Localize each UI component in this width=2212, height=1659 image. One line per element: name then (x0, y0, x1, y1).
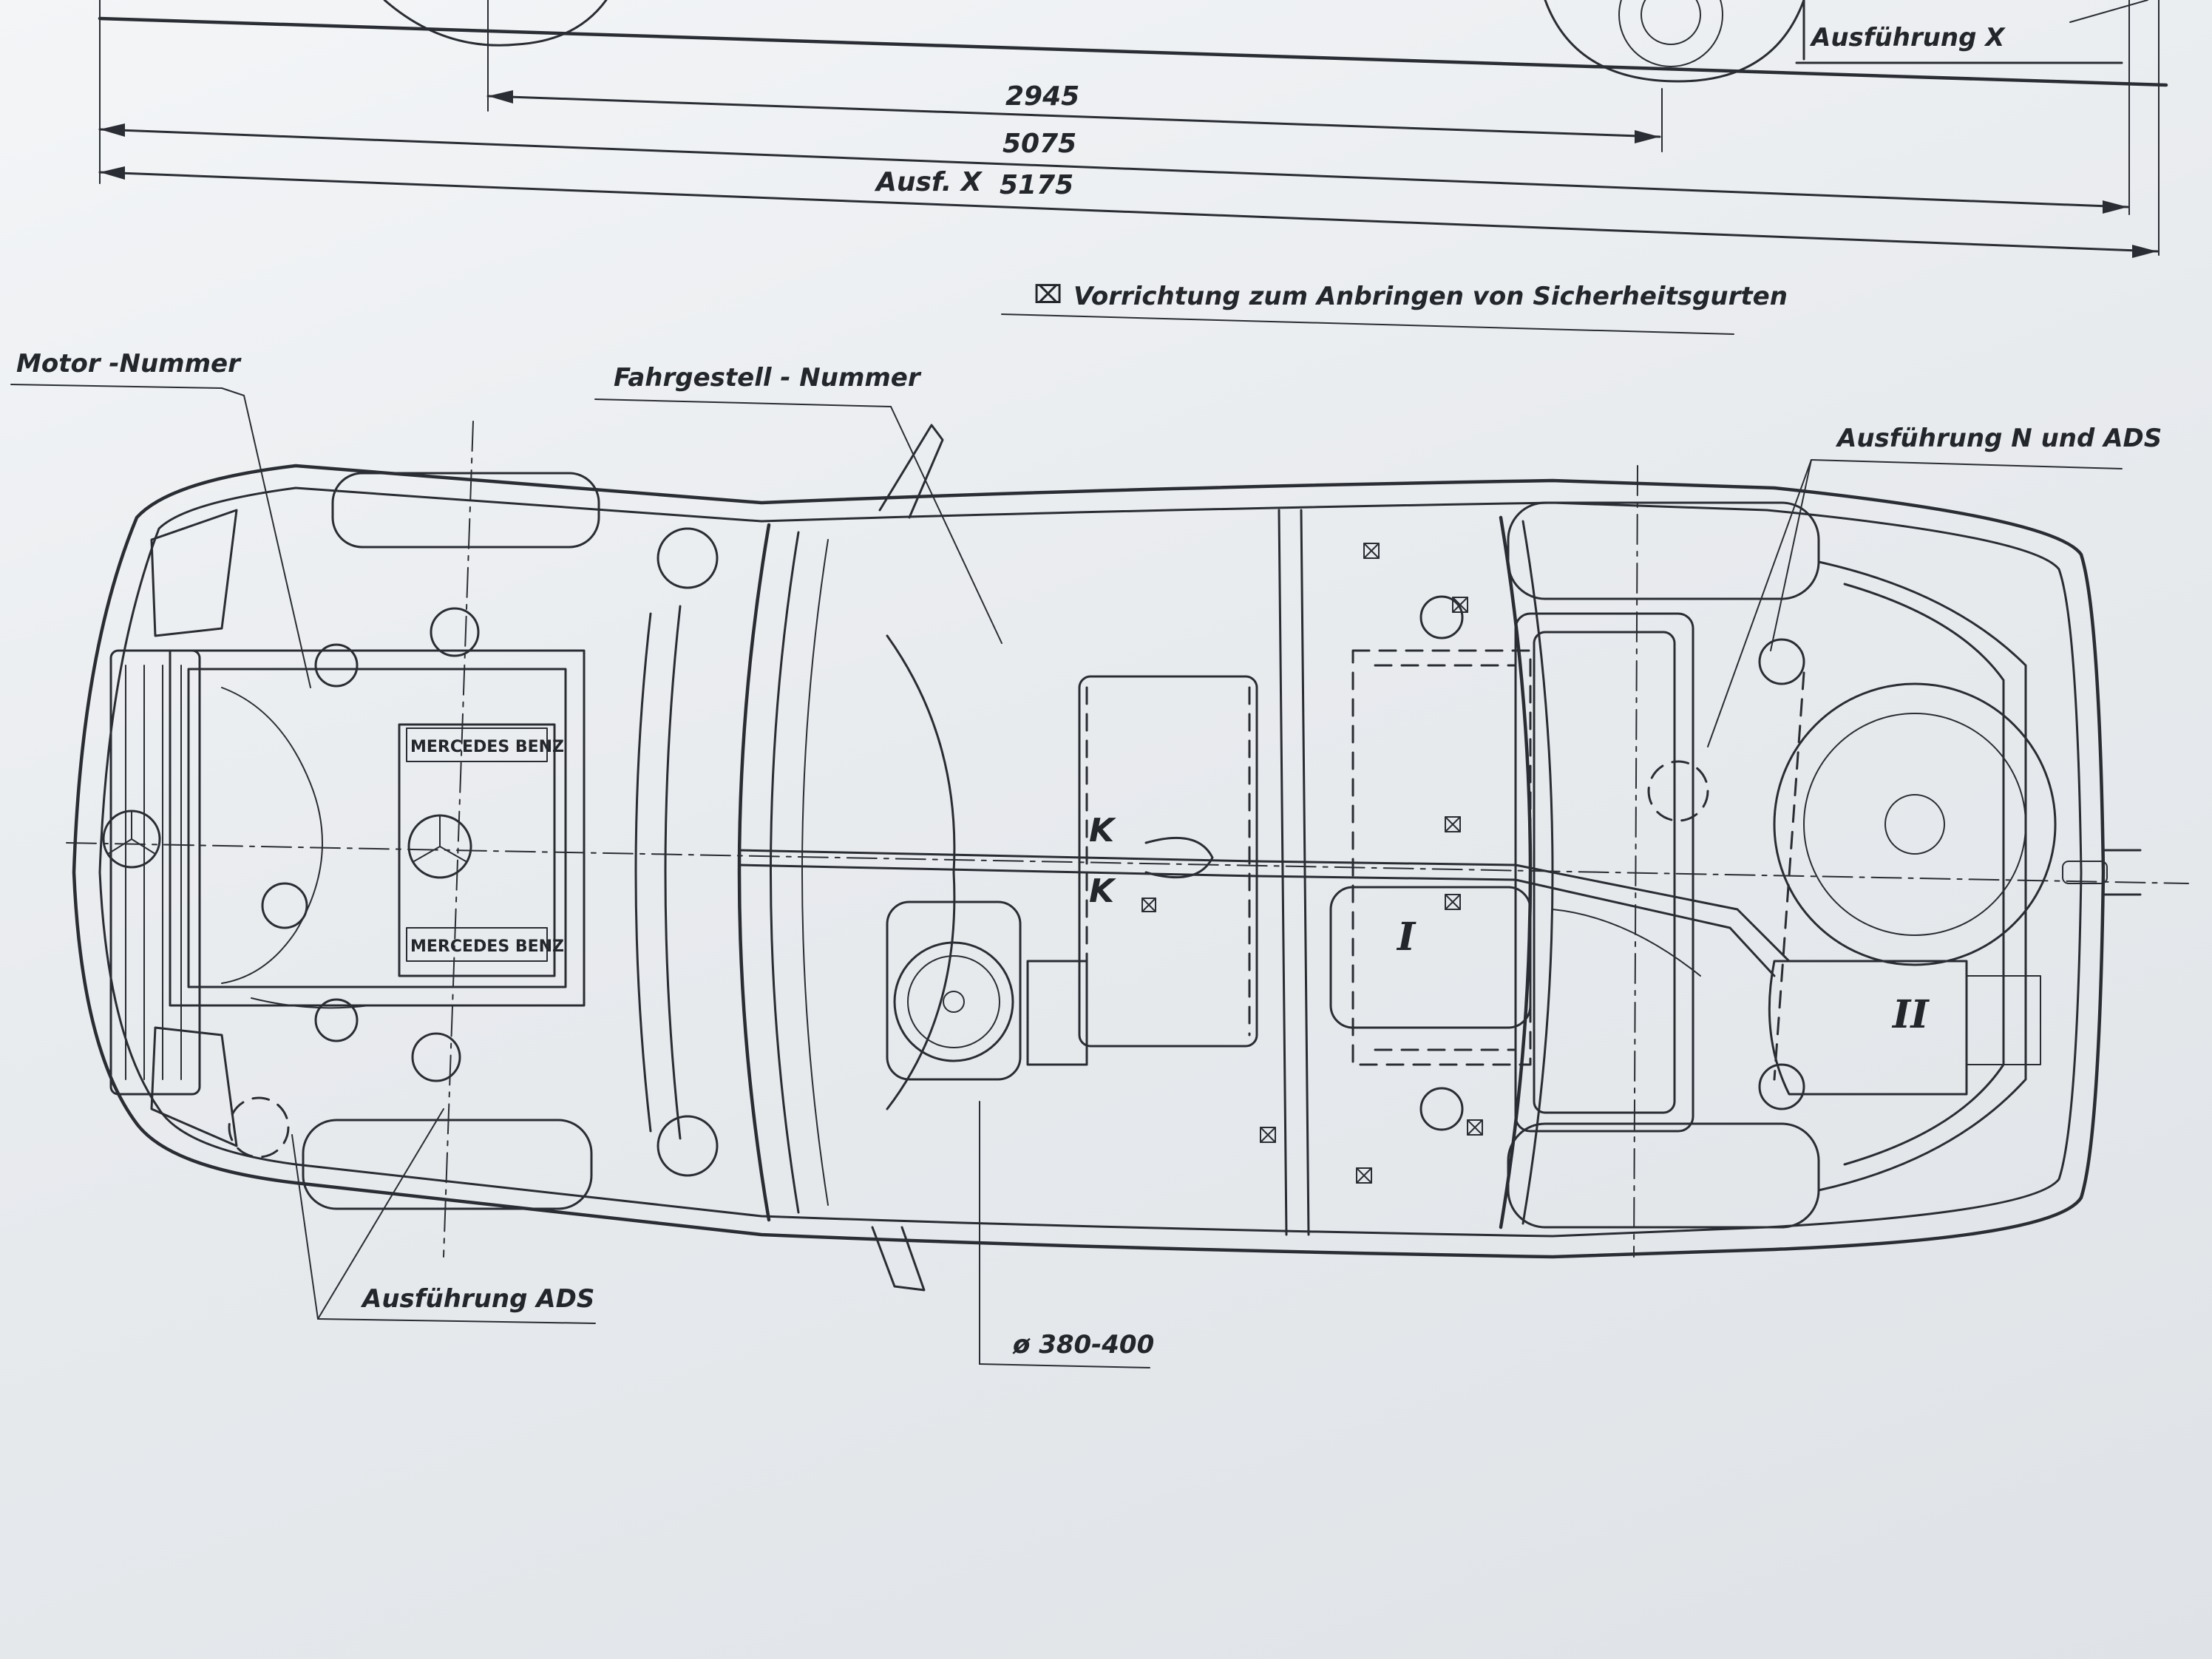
engine-badge-bottom: MERCEDES BENZ (410, 937, 564, 956)
legend-underline (1001, 313, 1734, 335)
dimension-length: 5075 (1002, 129, 1076, 159)
legend-seatbelt-anchor: Vorrichtung zum Anbringen von Sicherheit… (1073, 282, 1788, 311)
car-plan-view: MERCEDES BENZ MERCEDES BENZ (66, 421, 2189, 1292)
seatbelt-anchor-markers (1141, 543, 1483, 1184)
legend-symbol: ⌧ (1034, 280, 1062, 310)
dim-line-wheelbase (486, 95, 1661, 138)
tank-marker-1: I (1396, 915, 1417, 960)
label-ausfuehrung-ads: Ausführung ADS (360, 1284, 594, 1314)
dimension-length-x: 5175 (1000, 170, 1073, 200)
label-motor-nummer: Motor -Nummer (16, 349, 242, 379)
label-ausfuehrung-n-ads: Ausführung N und ADS (1835, 424, 2162, 453)
side-view-remnant (98, 0, 2168, 87)
dimension-lines (98, 0, 2160, 258)
dimension-wheelbase: 2945 (1005, 81, 1079, 112)
dim-line-length (98, 128, 2129, 208)
label-fahrgestell-nummer: Fahrgestell - Nummer (614, 363, 922, 393)
seat-marker-k1: K (1089, 812, 1116, 849)
dim-line-length-x (98, 171, 2159, 253)
label-diameter: ø 380-400 (1012, 1330, 1154, 1360)
label-ausfuehrung-x: Ausführung X (1809, 23, 2006, 52)
tank-marker-2: II (1891, 992, 1930, 1037)
dimension-length-x-prefix: Ausf. X (874, 167, 983, 197)
engine-badge-top: MERCEDES BENZ (410, 738, 564, 756)
seat-marker-k2: K (1089, 872, 1116, 910)
